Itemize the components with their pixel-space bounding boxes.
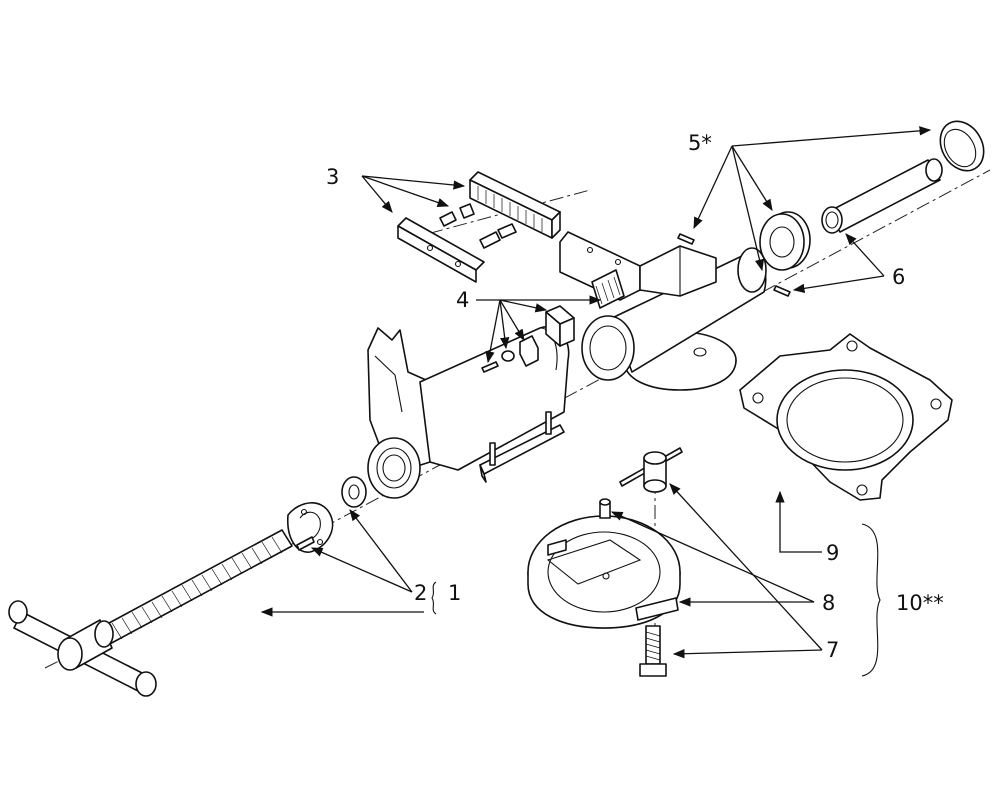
roll-pin-lower [773, 285, 791, 297]
rear-jaw-body [559, 231, 767, 391]
brace-part-10 [861, 523, 881, 677]
callout-2: 2 [414, 581, 427, 605]
callout-7: 7 [826, 638, 839, 662]
end-cap [939, 120, 985, 172]
callout-8: 8 [822, 591, 835, 615]
lock-clip [481, 335, 539, 373]
lock-nut-plate [635, 597, 679, 621]
lock-handle [619, 447, 683, 493]
callout-labels: 3 4 5* 6 2 1 9 8 10** 7 [326, 131, 944, 662]
insert-screws [439, 203, 517, 249]
jaw-insert-lower [397, 217, 485, 283]
callout-3: 3 [326, 165, 339, 189]
callout-5: 5* [688, 131, 712, 155]
thrust-plate [287, 502, 334, 553]
callout-10: 10** [896, 591, 944, 615]
handle-and-screw-assembly [8, 529, 293, 697]
spindle-nut [759, 211, 811, 271]
callout-9: 9 [826, 541, 839, 565]
jaw-insert-upper [469, 171, 561, 239]
swivel-dowel [599, 498, 611, 519]
roll-pin-upper [677, 233, 695, 245]
slide-bar [479, 411, 565, 483]
callout-4: 4 [456, 288, 469, 312]
callout-6: 6 [892, 265, 905, 289]
spring-pin [296, 536, 315, 551]
washer [341, 476, 367, 508]
callout-1: 1 [448, 581, 461, 605]
swivel-base [739, 333, 953, 501]
leader-lines [260, 126, 932, 659]
anvil-block [545, 305, 575, 347]
lock-bolt [639, 625, 667, 677]
brace-part-1 [431, 581, 437, 615]
spindle-sleeve [821, 158, 943, 234]
